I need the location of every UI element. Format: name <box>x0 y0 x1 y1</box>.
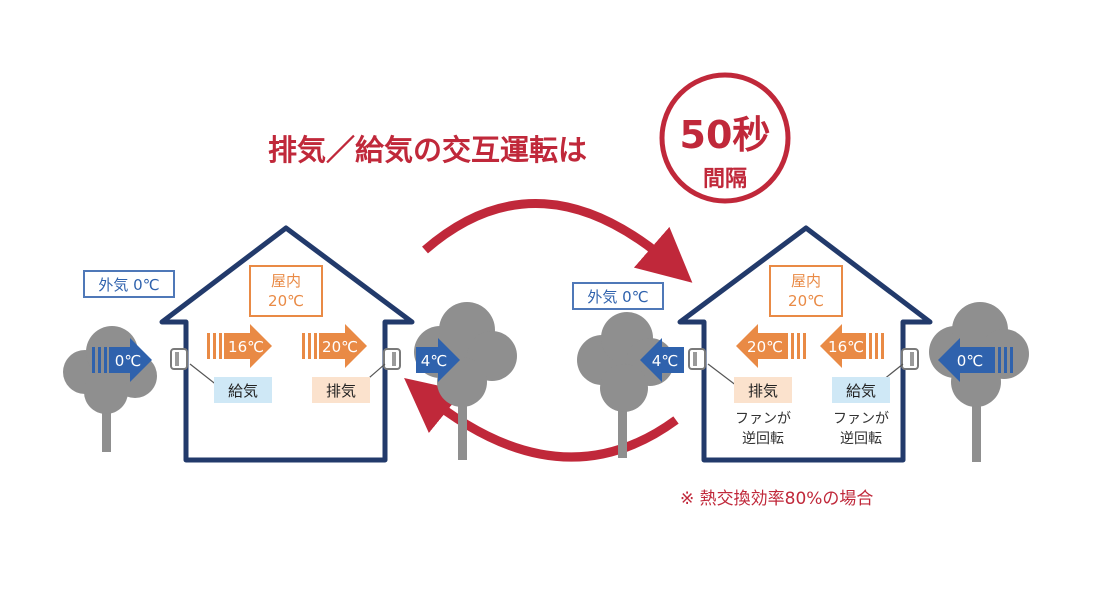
interval-badge: 50秒 間隔 <box>659 72 791 204</box>
intake-badge <box>214 377 272 403</box>
right-house: 外気 0℃ 屋内 20℃ 4℃ 20℃ 16℃ 0℃ <box>572 225 1013 463</box>
tree-icon <box>414 302 517 460</box>
airflow-arrow: 0℃ <box>92 338 152 382</box>
airflow-arrow: 4℃ <box>416 338 460 382</box>
vent-unit-icon <box>383 348 401 370</box>
indoor-temp-box <box>249 265 323 317</box>
fan-note-line2: 逆回転 <box>742 431 784 447</box>
outside-temp-box <box>83 270 175 298</box>
exhaust-badge <box>312 377 370 403</box>
exhaust-label: 排気 <box>748 382 778 400</box>
left-house: 外気 0℃ 屋内 20℃ 0℃ 16℃ 20℃ 4℃ <box>83 225 460 463</box>
indoor-label: 屋内 <box>271 272 301 290</box>
svg-text:4℃: 4℃ <box>421 352 447 370</box>
intake-label: 給気 <box>846 382 876 400</box>
exhaust-label: 排気 <box>326 382 356 400</box>
indoor-label: 屋内 <box>791 272 821 290</box>
airflow-arrow: 16℃ <box>820 324 884 368</box>
svg-text:4℃: 4℃ <box>652 352 678 370</box>
vent-unit-icon <box>901 348 919 370</box>
svg-text:0℃: 0℃ <box>115 352 141 370</box>
svg-text:0℃: 0℃ <box>957 352 983 370</box>
footnote: ※ 熱交換効率80%の場合 <box>680 489 873 509</box>
tree-icon <box>63 326 157 452</box>
fan-note-line1: ファンが <box>833 411 889 427</box>
airflow-arrow: 0℃ <box>938 338 1013 382</box>
house-outline <box>677 225 933 463</box>
fan-note-line1: ファンが <box>735 411 791 427</box>
interval-unit: 間隔 <box>703 167 747 192</box>
indoor-temp: 20℃ <box>268 292 304 310</box>
intake-badge <box>832 377 890 403</box>
fan-note-line2: 逆回転 <box>840 431 882 447</box>
airflow-arrow: 16℃ <box>207 324 272 368</box>
svg-text:20℃: 20℃ <box>322 338 358 356</box>
airflow-arrow: 20℃ <box>302 324 367 368</box>
indoor-temp-box <box>769 265 843 317</box>
outside-temp-box <box>572 282 664 310</box>
vent-unit-icon <box>170 348 188 370</box>
intake-label: 給気 <box>228 382 258 400</box>
cycle-arrow-top <box>422 199 693 283</box>
headline: 排気／給気の交互運転は <box>268 133 587 167</box>
outside-temp-label: 外気 0℃ <box>587 288 648 306</box>
interval-value: 50秒 <box>680 113 771 157</box>
outside-temp-label: 外気 0℃ <box>98 276 159 294</box>
vent-unit-icon <box>688 348 706 370</box>
airflow-arrow: 20℃ <box>736 324 806 368</box>
tree-icon <box>929 302 1029 462</box>
airflow-arrow: 4℃ <box>640 338 684 382</box>
svg-text:20℃: 20℃ <box>747 338 783 356</box>
svg-text:16℃: 16℃ <box>828 338 864 356</box>
house-outline <box>159 225 415 463</box>
indoor-temp: 20℃ <box>788 292 824 310</box>
svg-text:16℃: 16℃ <box>228 338 264 356</box>
exhaust-badge <box>734 377 792 403</box>
